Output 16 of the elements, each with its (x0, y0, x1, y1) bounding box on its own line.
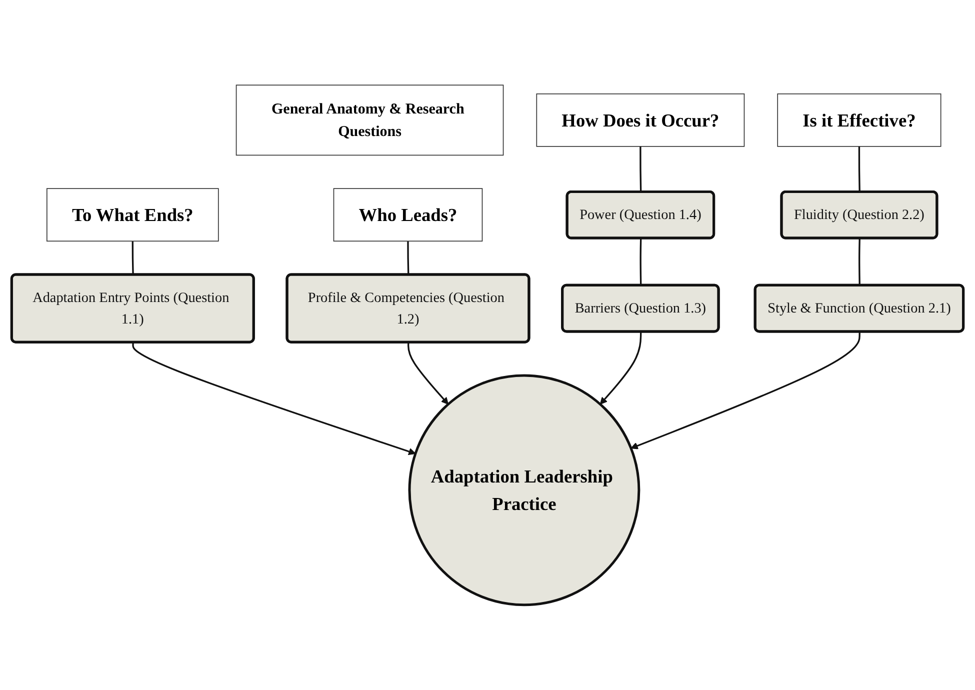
connector (132, 241, 134, 275)
arrow (132, 342, 416, 456)
node-box: General Anatomy & Research Questions (236, 84, 504, 156)
connector (858, 238, 860, 286)
node-circle: Adaptation Leadership Practice (408, 374, 640, 606)
node-box: How Does it Occur? (536, 93, 745, 147)
connector (640, 146, 642, 192)
node-box: Is it Effective? (777, 93, 942, 147)
connector (407, 241, 410, 275)
node-box: Who Leads? (333, 188, 483, 242)
connector (858, 146, 860, 192)
arrow (408, 342, 449, 405)
node-box: To What Ends? (46, 188, 219, 242)
arrow (630, 332, 860, 450)
arrow (600, 332, 642, 405)
connector (640, 238, 642, 286)
